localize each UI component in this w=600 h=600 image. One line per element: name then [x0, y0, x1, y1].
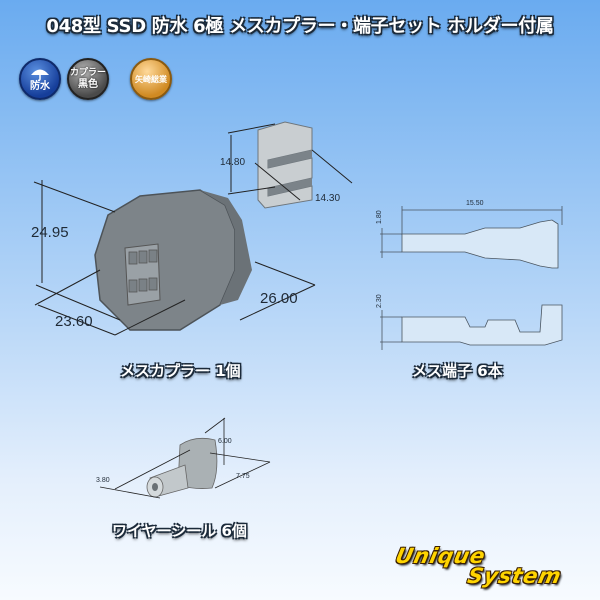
holder-width-dim: 14.30 [315, 193, 341, 204]
coupler-depth-dim: 26.00 [260, 290, 298, 307]
coupler-drawing [33, 180, 316, 336]
coupler-width-dim: 23.60 [55, 313, 93, 330]
terminal-side-drawing [380, 304, 563, 350]
maker-label: 矢崎総業 [135, 74, 167, 84]
seal-inner-dim: 3.80 [96, 477, 110, 484]
terminal-caption: メス端子 6本 [412, 362, 503, 380]
coupler-height-dim: 24.95 [31, 224, 69, 241]
terminal-top-height-dim: 1.80 [376, 210, 383, 224]
coupler-caption: メスカプラー 1個 [120, 362, 241, 380]
wire-seal-drawing [99, 417, 271, 499]
color-badge: カプラー 黒色 [67, 58, 109, 100]
wire-seal-caption: ワイヤーシール 6個 [112, 522, 247, 540]
color-badge-line1: カプラー [69, 68, 106, 78]
terminal-side-height-dim: 2.30 [376, 294, 383, 308]
maker-badge: 矢崎総業 [130, 58, 172, 100]
umbrella-icon [31, 69, 49, 81]
product-title: 048型 SSD 防水 6極 メスカプラー・端子セット ホルダー付属 [46, 16, 554, 37]
logo-line2: System [465, 564, 565, 588]
holder-drawing [227, 121, 353, 209]
seal-height-dim: 6.00 [218, 438, 232, 445]
terminal-length-dim: 15.50 [466, 200, 484, 207]
color-badge-line2: 黒色 [78, 79, 98, 90]
holder-height-dim: 14.80 [220, 157, 246, 168]
waterproof-badge: 防水 [19, 58, 61, 100]
seal-length-dim: 7.75 [236, 473, 250, 480]
waterproof-label: 防水 [30, 80, 50, 92]
terminal-top-drawing [380, 206, 563, 269]
